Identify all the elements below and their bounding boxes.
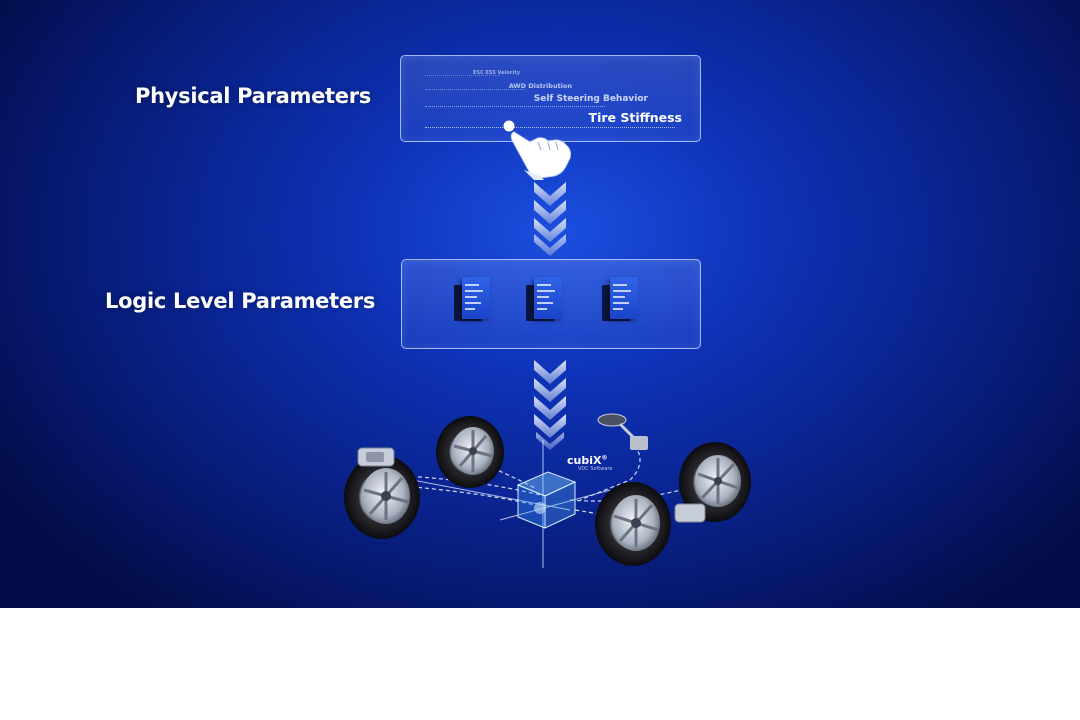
wheel-icon: [436, 416, 504, 488]
parameter-line: [425, 106, 605, 107]
cubix-logo: cubiX®: [567, 454, 608, 467]
physical-parameters-panel: ESC ESS Velocity AWD Distribution Self S…: [400, 55, 701, 142]
wheel-icon: [679, 442, 751, 522]
chevron-arrow-icon: [534, 360, 566, 450]
parameter-line: [425, 89, 525, 90]
parameter-item-awd[interactable]: AWD Distribution: [508, 82, 572, 90]
chevron-arrow-icon: [534, 182, 566, 256]
steering-wheel-icon: [597, 413, 648, 450]
scene-background: Physical Parameters Logic Level Paramete…: [0, 0, 1080, 608]
document-icon: [454, 277, 490, 323]
parameter-item-tire-stiffness[interactable]: Tire Stiffness: [588, 110, 682, 125]
physical-parameters-heading: Physical Parameters: [135, 84, 371, 108]
cube-icon: [516, 471, 577, 529]
wheel-icon: [344, 455, 420, 539]
vehicle-chassis-illustration: [344, 413, 751, 568]
parameter-line: [425, 75, 500, 76]
hand-pointer-icon: [503, 120, 571, 180]
wheel-icon: [595, 482, 671, 566]
logic-level-parameters-heading: Logic Level Parameters: [105, 289, 376, 313]
cubix-subtitle: VDC Software: [578, 466, 613, 472]
document-icon: [602, 277, 638, 323]
parameter-item-esc[interactable]: ESC ESS Velocity: [472, 70, 520, 76]
parameter-item-self-steering[interactable]: Self Steering Behavior: [533, 94, 648, 104]
logic-level-parameters-panel: [401, 259, 701, 349]
document-icon: [526, 277, 562, 323]
parameter-line: [425, 127, 675, 128]
